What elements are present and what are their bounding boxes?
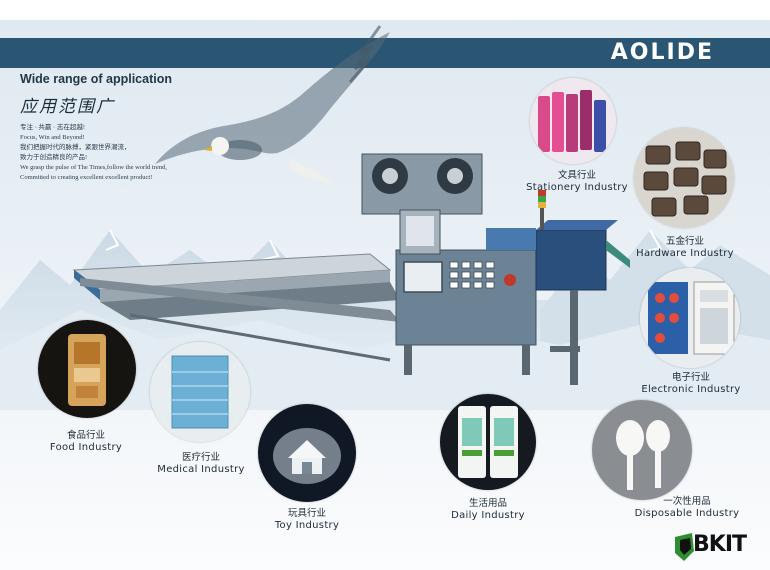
- stationery-label-cn: 文具行业: [557, 170, 596, 181]
- electronic-product-photo: [640, 268, 740, 368]
- intro-line: 致力于创造精良的产品!: [20, 154, 88, 161]
- intro-lines: 专注 · 共赢 · 志在超越! Focus, Win and Beyond! 我…: [20, 123, 260, 183]
- stationery-label: 文具行业 Stationery Industry: [510, 170, 644, 194]
- intro-line: Committed to creating excellent excellen…: [20, 174, 153, 181]
- daily-label: 生活用品 Daily Industry: [428, 498, 548, 522]
- stationery-label-en: Stationery Industry: [526, 182, 628, 193]
- hardware-product-photo: [634, 128, 734, 228]
- bkit-logo-text: BKIT: [693, 532, 747, 557]
- intro-line: 我们把握时代的脉搏，紧跟世界潮流，: [20, 144, 131, 151]
- intro-line: We grasp the pulse of The Times,follow t…: [20, 164, 167, 171]
- disposable-label-en: Disposable Industry: [634, 508, 740, 519]
- hardware-label: 五金行业 Hardware Industry: [622, 236, 748, 260]
- toy-label-cn: 玩具行业: [287, 508, 326, 519]
- intro-line: Focus, Win and Beyond!: [20, 134, 85, 141]
- header-bar: [0, 38, 770, 68]
- stationery-product-photo: [530, 78, 616, 164]
- intro-line: 专注 · 共赢 · 志在超越!: [20, 124, 85, 131]
- daily-label-en: Daily Industry: [451, 510, 525, 521]
- electronic-label-cn: 电子行业: [671, 372, 710, 383]
- electronic-label: 电子行业 Electronic Industry: [624, 372, 758, 396]
- daily-label-cn: 生活用品: [468, 498, 507, 509]
- medical-label-en: Medical Industry: [157, 464, 245, 475]
- packing-machine-illustration: [72, 153, 630, 385]
- disposable-product-photo: [592, 400, 692, 500]
- electronic-label-en: Electronic Industry: [641, 384, 741, 395]
- intro-title-en: Wide range of application: [20, 72, 172, 86]
- food-label-en: Food Industry: [49, 442, 123, 453]
- toy-product-photo: [258, 404, 356, 502]
- intro-block: Wide range of application 应用范围广 专注 · 共赢 …: [20, 72, 260, 183]
- medical-product-photo: [150, 342, 250, 442]
- intro-title-cn: 应用范围广: [20, 97, 115, 117]
- daily-product-photo: [440, 394, 536, 490]
- bkit-logo-icon: [675, 533, 694, 561]
- disposable-label: 一次性用品 Disposable Industry: [618, 496, 756, 520]
- brand-name: AOLIDE: [610, 40, 714, 65]
- medical-label: 医疗行业 Medical Industry: [142, 452, 260, 476]
- disposable-label-cn: 一次性用品: [663, 496, 711, 507]
- hardware-label-en: Hardware Industry: [636, 248, 734, 259]
- toy-label: 玩具行业 Toy Industry: [248, 508, 366, 532]
- food-label: 食品行业 Food Industry: [28, 430, 144, 454]
- medical-label-cn: 医疗行业: [181, 452, 220, 463]
- toy-label-en: Toy Industry: [274, 520, 340, 531]
- food-label-cn: 食品行业: [66, 430, 105, 441]
- food-product-photo: [38, 320, 136, 418]
- eagle-illustration: [155, 25, 390, 184]
- hardware-label-cn: 五金行业: [665, 236, 704, 247]
